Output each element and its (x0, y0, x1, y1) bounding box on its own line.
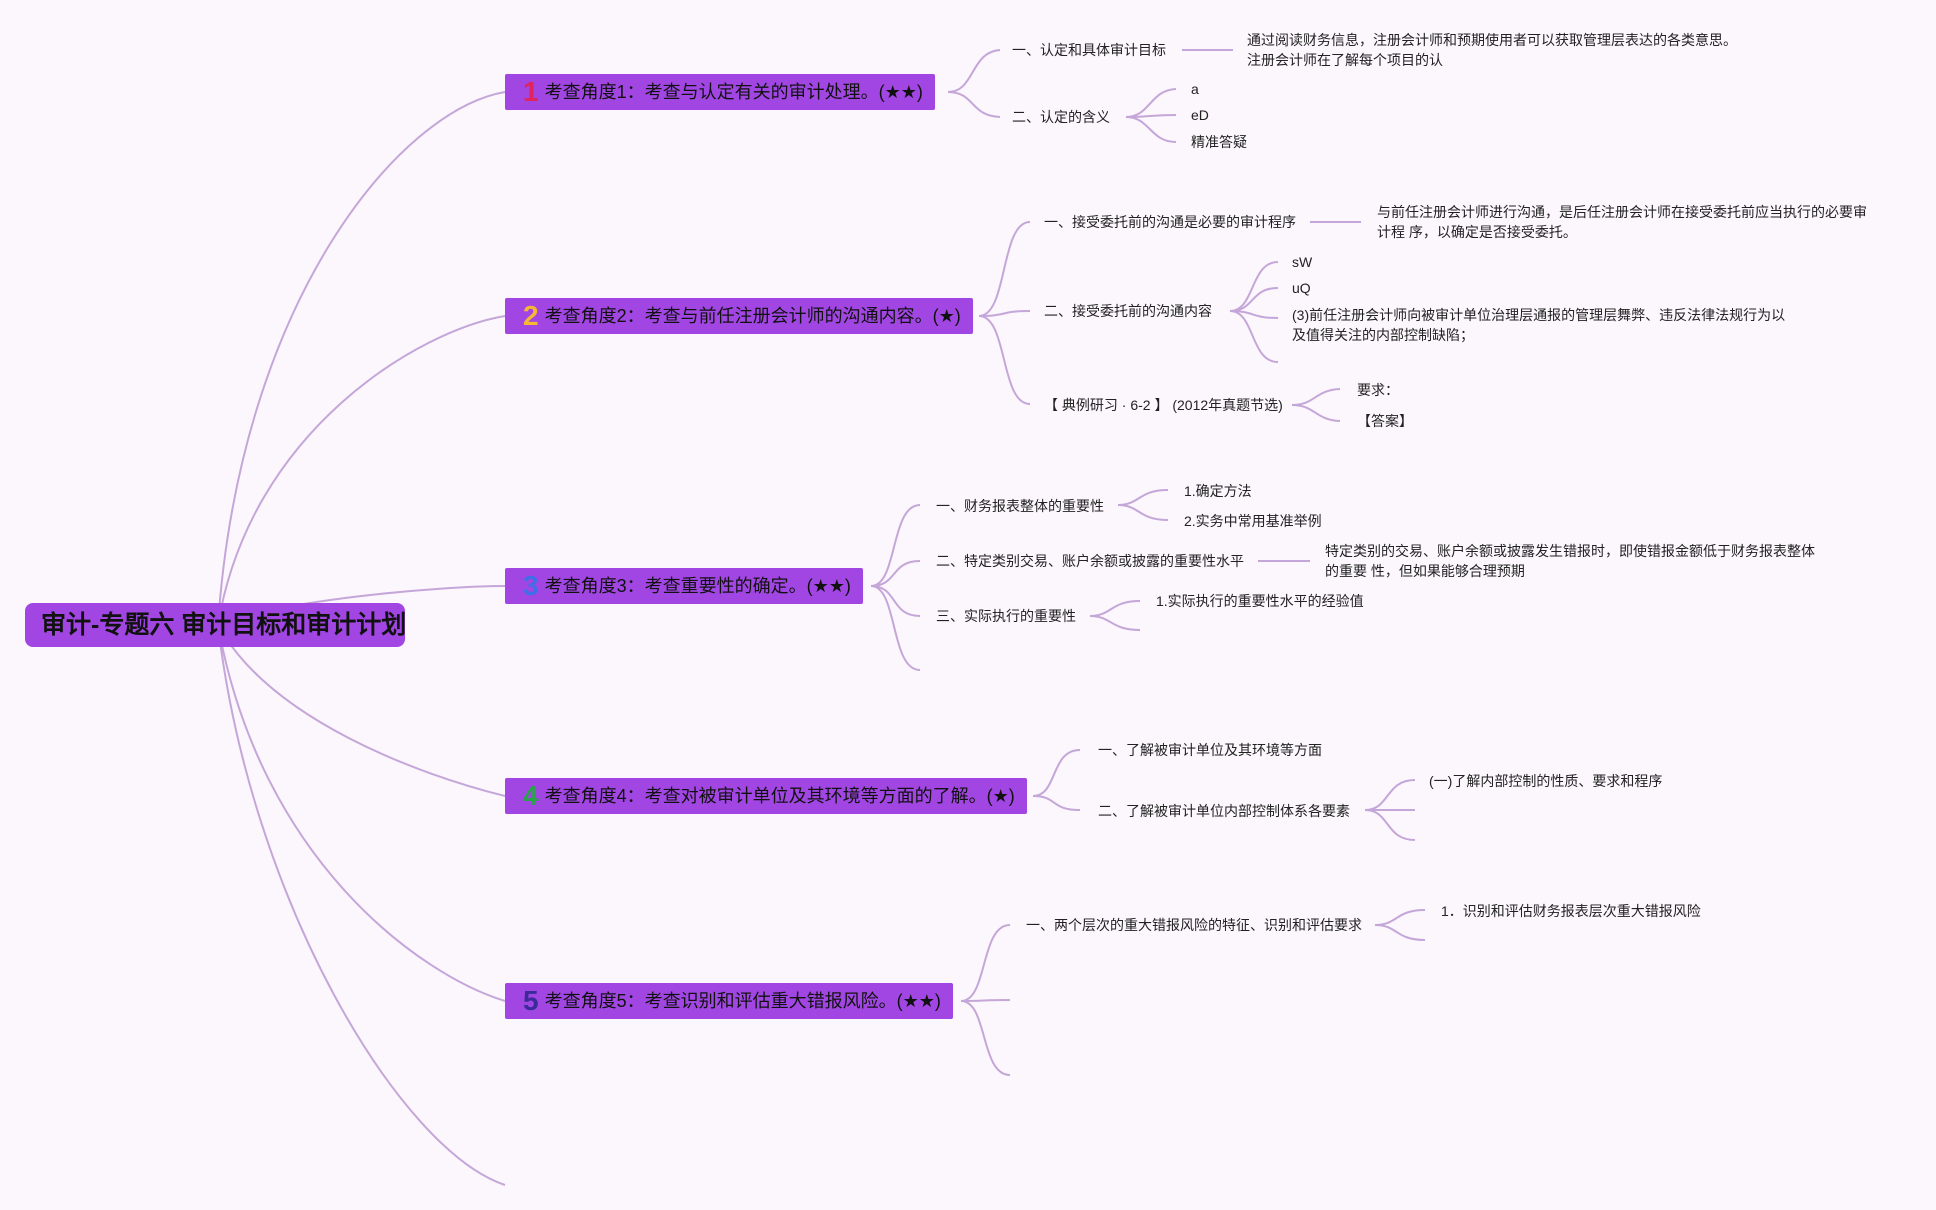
topic-label: 考查角度3：考查重要性的确定。(★★) (544, 576, 851, 596)
note-line: 计程 序，以确定是否接受委托。 (1377, 224, 1577, 240)
topic-number-2: 2 (523, 300, 539, 331)
leaf-item[interactable]: 1.实际执行的重要性水平的经验值 (1156, 593, 1364, 609)
subtopic-3-3[interactable]: 三、实际执行的重要性 (936, 608, 1076, 624)
leaf-item[interactable]: a (1191, 81, 1199, 97)
topic-number-5: 5 (523, 985, 539, 1016)
subtopic-1-2[interactable]: 二、认定的含义 (1012, 109, 1110, 125)
topic-number-4: 4 (523, 780, 539, 811)
subtopic-2-3[interactable]: 【 典例研习 · 6-2 】 (2012年真题节选) (1044, 397, 1283, 413)
note-line: (3)前任注册会计师向被审计单位治理层通报的管理层舞弊、违反法律法规行为以 (1292, 307, 1786, 323)
leaf-item[interactable]: sW (1292, 254, 1313, 270)
leaf-item[interactable]: 2.实务中常用基准举例 (1184, 513, 1322, 529)
subtopic-4-1[interactable]: 一、了解被审计单位及其环境等方面 (1098, 742, 1322, 758)
leaf-item[interactable]: 1．识别和评估财务报表层次重大错报风险 (1441, 903, 1701, 919)
topic-label: 考查角度2：考查与前任注册会计师的沟通内容。(★) (544, 306, 961, 326)
subtopic-4-2[interactable]: 二、了解被审计单位内部控制体系各要素 (1098, 803, 1350, 819)
subtopic-3-1[interactable]: 一、财务报表整体的重要性 (936, 498, 1104, 514)
note-line: 特定类别的交易、账户余额或披露发生错报时，即使错报金额低于财务报表整体 (1325, 543, 1815, 559)
subtopic-2-2[interactable]: 二、接受委托前的沟通内容 (1044, 303, 1212, 319)
subtopic-1-1[interactable]: 一、认定和具体审计目标 (1012, 42, 1166, 58)
subtopic-2-1[interactable]: 一、接受委托前的沟通是必要的审计程序 (1044, 214, 1296, 230)
topic-label: 考查角度1：考查与认定有关的审计处理。(★★) (544, 82, 923, 102)
leaf-item[interactable]: 要求： (1357, 382, 1399, 398)
note-line: 与前任注册会计师进行沟通，是后任注册会计师在接受委托前应当执行的必要审 (1377, 204, 1867, 220)
root-topic[interactable]: 审计-专题六 审计目标和审计计划 (25, 603, 406, 647)
topic-label: 考查角度4：考查对被审计单位及其环境等方面的了解。(★) (544, 786, 1015, 806)
leaf-item[interactable]: 精准答疑 (1191, 134, 1247, 150)
note-line: 及值得关注的内部控制缺陷； (1292, 327, 1474, 343)
topic-number-1: 1 (523, 76, 539, 107)
note-line: 的重要 性，但如果能够合理预期 (1325, 563, 1525, 579)
leaf-item[interactable]: uQ (1292, 280, 1311, 296)
leaf-item[interactable]: eD (1191, 107, 1209, 123)
topic-number-3: 3 (523, 570, 539, 601)
topic-label: 考查角度5：考查识别和评估重大错报风险。(★★) (544, 991, 941, 1011)
leaf-item[interactable]: (一)了解内部控制的性质、要求和程序 (1429, 773, 1663, 789)
leaf-item[interactable]: 【答案】 (1357, 413, 1413, 429)
note-line: 注册会计师在了解每个项目的认 (1247, 52, 1443, 68)
note-line: 通过阅读财务信息，注册会计师和预期使用者可以获取管理层表达的各类意思。 (1247, 32, 1737, 48)
leaf-item[interactable]: 1.确定方法 (1184, 483, 1252, 499)
subtopic-5-1[interactable]: 一、两个层次的重大错报风险的特征、识别和评估要求 (1026, 917, 1362, 933)
subtopic-3-2[interactable]: 二、特定类别交易、账户余额或披露的重要性水平 (936, 553, 1244, 569)
